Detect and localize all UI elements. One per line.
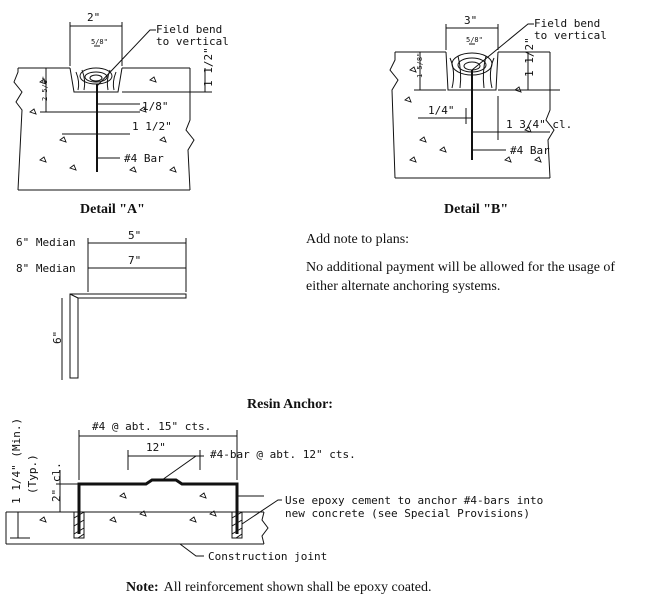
- detail-a-break-line-right: [185, 68, 195, 191]
- epoxy-note-line1: Use epoxy cement to anchor #4-bars into: [285, 494, 543, 507]
- detail-b-dim-depth: 1 1/2": [523, 37, 536, 77]
- detail-b-dim-cl: 1 3/4" cl.: [506, 118, 572, 131]
- resin-anchor-title: Resin Anchor:: [247, 397, 333, 412]
- detail-b-break-line-right: [545, 52, 555, 179]
- bar-bend-dim-5: 5": [128, 229, 141, 242]
- detail-a-callout-line2: to vertical: [156, 35, 229, 48]
- detail-b-dim-left: 1 5/8": [416, 53, 424, 78]
- resin-anchor-bar: [77, 478, 239, 534]
- footer-note-text: All reinforcement shown shall be epoxy c…: [164, 580, 432, 595]
- resin-slab-edge: [5, 511, 264, 545]
- detail-b-bar-label: #4 Bar: [510, 144, 550, 157]
- detail-a-dim-1-1-2: 1 1/2": [132, 120, 172, 133]
- resin-anchor-drawing: #4 @ abt. 15" cts. 12" #4-bar @ abt. 12"…: [5, 418, 543, 563]
- detail-a-break-line-left: [13, 68, 23, 191]
- resin-dim-spacing: #4 @ abt. 15" cts.: [92, 420, 211, 433]
- detail-b-dim-1-4: 1/4": [428, 104, 455, 117]
- resin-bar-callout: #4-bar @ abt. 12" cts.: [210, 448, 356, 461]
- detail-a-dim-top: 2": [87, 11, 100, 24]
- bent-bar-shape: [69, 293, 187, 379]
- median-6-label: 6" Median: [16, 236, 76, 249]
- detail-a-title: Detail "A": [80, 202, 145, 217]
- bar-bend-drawing: 6" Median 8" Median 5" 7" 6": [16, 229, 187, 380]
- payment-note-line1: No additional payment will be allowed fo…: [306, 260, 615, 275]
- construction-joint-label: Construction joint: [208, 550, 327, 563]
- detail-b-callout-line2: to vertical: [534, 29, 607, 42]
- resin-aggregate: [39, 492, 217, 523]
- detail-b-drawing: 3" 5/8" Field bend to vertical 1 1/2" 1 …: [389, 14, 607, 217]
- detail-a-dim-depth: 1 1/2": [202, 47, 215, 87]
- resin-dim-min: 1 1/4" (Min.): [10, 418, 23, 504]
- payment-note-line2: either alternate anchoring systems.: [306, 279, 500, 294]
- bar-bend-dim-6: 6": [51, 331, 64, 344]
- resin-dim-typ: (Typ.): [26, 454, 39, 494]
- detail-b-dim-5-8: 5/8": [466, 36, 483, 44]
- detail-b-callout-line1: Field bend: [534, 17, 600, 30]
- detail-a-bar-label: #4 Bar: [124, 152, 164, 165]
- footer-note: Note: All reinforcement shown shall be ep…: [126, 580, 432, 595]
- resin-dim-12: 12": [146, 441, 166, 454]
- median-8-label: 8" Median: [16, 262, 76, 275]
- bar-bend-dim-7: 7": [128, 254, 141, 267]
- add-note-heading: Add note to plans:: [306, 232, 409, 247]
- resin-break-line: [261, 511, 269, 545]
- detail-b-break-line-left: [389, 52, 399, 179]
- detail-a-callout-line1: Field bend: [156, 23, 222, 36]
- detail-a-dim-1-8: 1/8": [142, 100, 169, 113]
- footer-note-label: Note:: [126, 580, 159, 595]
- detail-a-dim-2-5-8: 2 5/8": [41, 76, 49, 101]
- epoxy-note-line2: new concrete (see Special Provisions): [285, 507, 530, 520]
- detail-b-dim-top: 3": [464, 14, 477, 27]
- detail-a-drawing: 2" 5/8" Field bend to vertical 1 1/2" 2 …: [13, 11, 229, 217]
- detail-a-slab-edge: [18, 67, 190, 191]
- resin-dim-2-cl: 2" cl.: [50, 462, 63, 502]
- detail-a-aggregate: [29, 76, 177, 173]
- detail-b-title: Detail "B": [444, 202, 508, 217]
- detail-a-dim-5-8: 5/8": [91, 38, 108, 46]
